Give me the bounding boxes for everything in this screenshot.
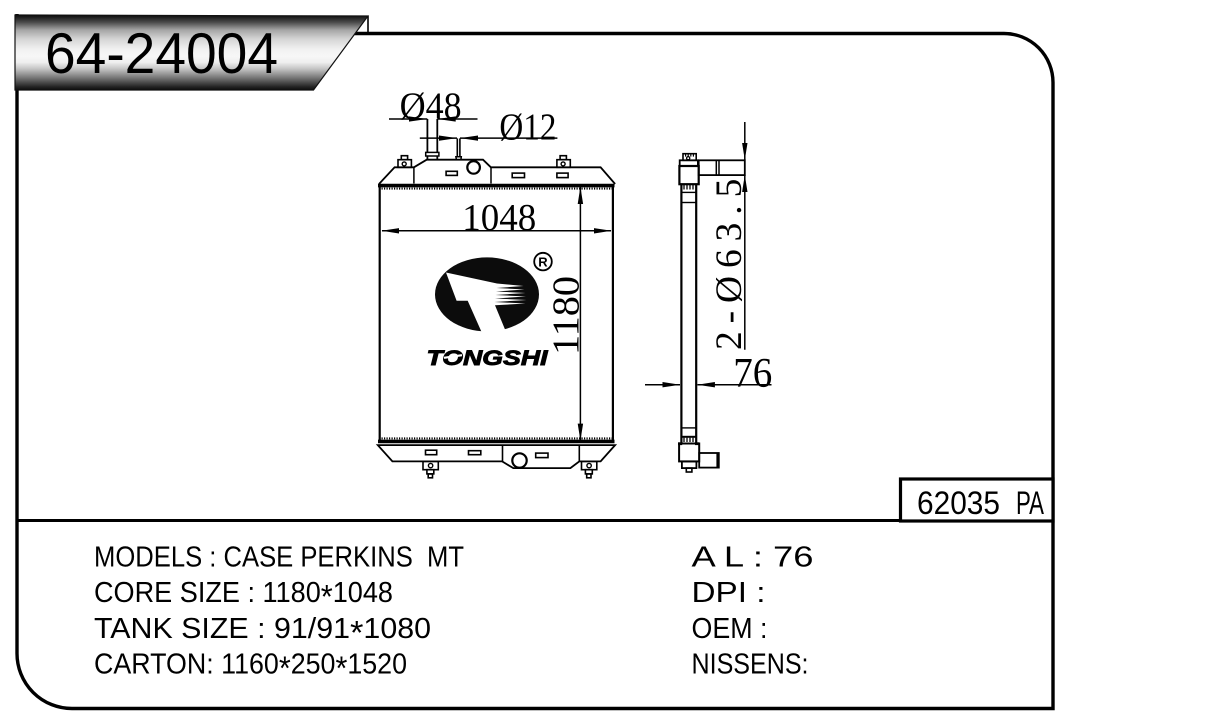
svg-text:CARTON: 1160*250*1520: CARTON: 1160*250*1520: [94, 649, 407, 687]
svg-text:2-Ø63.5: 2-Ø63.5: [709, 171, 750, 350]
svg-text:NISSENS:: NISSENS:: [692, 649, 809, 681]
svg-text:62035: 62035: [917, 485, 1000, 521]
svg-text:1180: 1180: [546, 276, 588, 355]
svg-text:1048: 1048: [462, 197, 536, 239]
svg-text:TANK SIZE : 91/91*1080: TANK SIZE : 91/91*1080: [94, 613, 431, 651]
svg-text:PA: PA: [1016, 485, 1044, 521]
svg-text:R: R: [538, 254, 548, 269]
svg-text:64-24004: 64-24004: [45, 22, 278, 86]
svg-text:CORE SIZE : 1180*1048: CORE SIZE : 1180*1048: [94, 577, 393, 615]
svg-text:DPI :: DPI :: [692, 577, 766, 609]
svg-text:A L : 76: A L : 76: [692, 542, 814, 574]
svg-text:TONGSHI: TONGSHI: [427, 347, 549, 370]
svg-text:Ø48: Ø48: [400, 86, 462, 128]
svg-text:Ø12: Ø12: [499, 106, 556, 148]
svg-text:76: 76: [733, 351, 772, 397]
svg-text:MODELS : CASE PERKINS MT: MODELS : CASE PERKINS MT: [94, 542, 464, 574]
svg-text:OEM :: OEM :: [692, 613, 768, 645]
